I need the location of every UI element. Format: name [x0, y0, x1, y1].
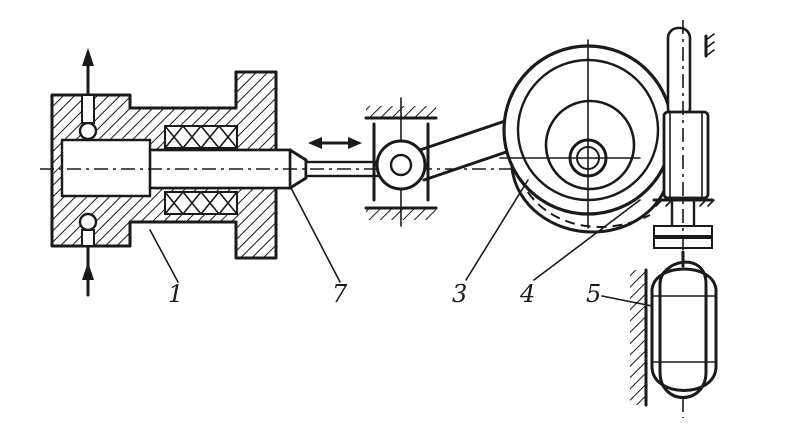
label-part-4: 4 — [519, 280, 535, 308]
cam-profile-outline — [510, 166, 670, 234]
label-part-7: 7 — [332, 280, 348, 308]
cam-wheel — [499, 39, 674, 234]
side-wall — [630, 268, 648, 407]
upper-port — [78, 94, 98, 141]
packing-gland — [164, 125, 238, 215]
label-part-5: 5 — [586, 280, 601, 308]
crosshead-pin — [375, 139, 427, 191]
cam-hidden-profile — [519, 177, 651, 228]
lever-arm — [418, 118, 514, 182]
motion-arrow-icon — [308, 137, 362, 149]
label-part-3: 3 — [452, 280, 467, 308]
lower-port — [78, 212, 98, 247]
follower-assembly — [652, 20, 715, 418]
label-part-1: 1 — [168, 280, 183, 308]
flow-arrow-down-icon — [82, 246, 94, 297]
crosshead-guide — [364, 97, 438, 227]
float-weight — [650, 250, 718, 399]
flow-arrow-up-icon — [82, 48, 94, 96]
leader-lines — [149, 179, 653, 307]
piston-rod — [148, 148, 384, 190]
